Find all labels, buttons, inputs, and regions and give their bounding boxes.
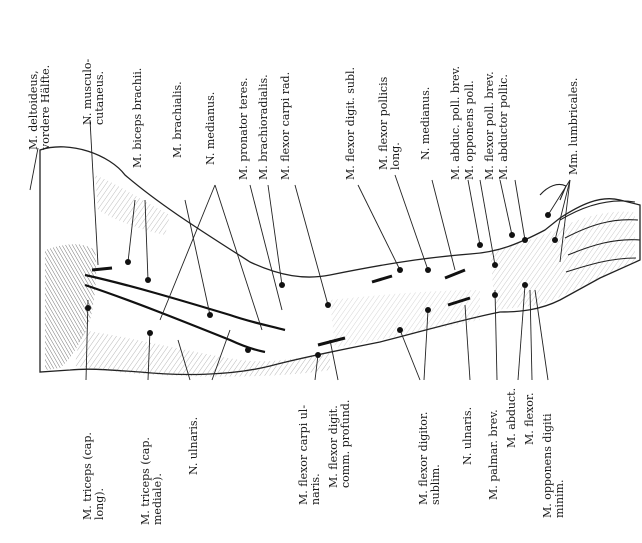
label-ulnaris-upper: N. ulnaris. bbox=[188, 417, 200, 475]
hand-shading bbox=[490, 212, 635, 310]
label-ulnaris-lower: N. ulnaris. bbox=[462, 407, 474, 465]
label-flexor-pollicis-long: M. flexor pollicis long. bbox=[378, 77, 402, 170]
label-abduct: M. abduct. bbox=[506, 388, 518, 448]
label-flexor-carpi-rad: M. flexor carpi rad. bbox=[280, 72, 292, 180]
label-medianus-lower: N. medianus. bbox=[420, 87, 432, 160]
label-brachialis: M. brachialis. bbox=[172, 81, 184, 158]
label-deltoideus: M. deltoideus, vordere Hälfte. bbox=[28, 65, 52, 150]
forearm-shading bbox=[330, 290, 480, 348]
label-flexor-digitor-subl: M. flexor digitor. sublim. bbox=[418, 412, 442, 505]
label-abduc-poll: M. abduc. poll. brev. bbox=[450, 66, 462, 180]
label-triceps-med: M. triceps (cap. mediale). bbox=[140, 437, 164, 525]
label-opponens-poll: M. opponens poll. bbox=[464, 80, 476, 180]
label-opponens-digiti: M. opponens digiti minim. bbox=[542, 414, 566, 518]
label-flexor-digit-subl: M. flexor digit. subl. bbox=[345, 67, 357, 180]
label-pronator: M. pronator teres. bbox=[238, 78, 250, 180]
label-abductor-pollic: M. abductor pollic. bbox=[498, 74, 510, 180]
label-medianus-upper: N. medianus. bbox=[205, 92, 217, 165]
label-flexor-digit-comm: M. flexor digit. comm. profund. bbox=[328, 400, 352, 488]
label-flexor-poll-brev: M. flexor poll. brev. bbox=[484, 71, 496, 180]
label-flexor-carpi-uln: M. flexor carpi ul- naris. bbox=[298, 405, 322, 505]
label-flexor: M. flexor. bbox=[524, 393, 536, 445]
label-lumbricales: Mm. lumbricales. bbox=[568, 78, 580, 175]
label-musculocutaneus: N. musculo- cutaneus. bbox=[82, 59, 106, 125]
label-triceps-long: M. triceps (cap. long). bbox=[82, 432, 106, 520]
label-palmar-brev: M. palmar. brev. bbox=[488, 409, 500, 500]
label-biceps: M. biceps brachii. bbox=[132, 68, 144, 168]
label-brachioradialis: M. brachioradialis. bbox=[258, 74, 270, 180]
